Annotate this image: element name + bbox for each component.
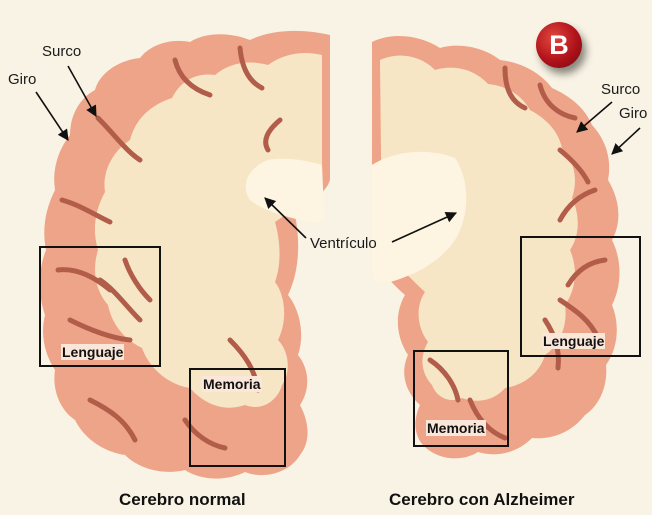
normal-sulci	[55, 45, 283, 451]
right-surco-label: Surco	[601, 81, 641, 98]
right-giro-arrow	[611, 127, 641, 155]
normal-memory-label: Memoria	[202, 376, 262, 392]
normal-memory-box: Memoria	[189, 368, 286, 467]
alzheimer-white-matter	[380, 55, 578, 401]
normal-language-box: Lenguaje	[39, 246, 161, 367]
ventricle-label: Ventrículo	[310, 235, 377, 252]
figure-badge: B	[536, 22, 582, 68]
right-giro-label: Giro	[619, 105, 648, 122]
ventricle-arrow-right	[391, 212, 458, 243]
alzheimer-language-label: Lenguaje	[542, 333, 606, 349]
annotation-arrows	[35, 65, 641, 243]
alzheimer-sulci	[427, 65, 608, 441]
alzheimer-brain-caption: Cerebro con Alzheimer	[389, 490, 575, 509]
alzheimer-ventricle	[372, 151, 467, 283]
alzheimer-memory-label: Memoria	[426, 420, 486, 436]
normal-language-label: Lenguaje	[61, 344, 125, 360]
left-surco-arrow	[67, 65, 97, 117]
alzheimer-memory-box: Memoria	[413, 350, 509, 447]
left-surco-label: Surco	[42, 43, 82, 60]
normal-brain-caption: Cerebro normal	[119, 490, 246, 509]
ventricle-arrow-left	[264, 197, 307, 239]
alzheimer-language-box: Lenguaje	[520, 236, 641, 357]
left-giro-arrow	[35, 91, 69, 141]
alzheimer-brain-section	[372, 36, 620, 459]
left-giro-label: Giro	[8, 71, 37, 88]
right-surco-arrow	[576, 101, 613, 133]
